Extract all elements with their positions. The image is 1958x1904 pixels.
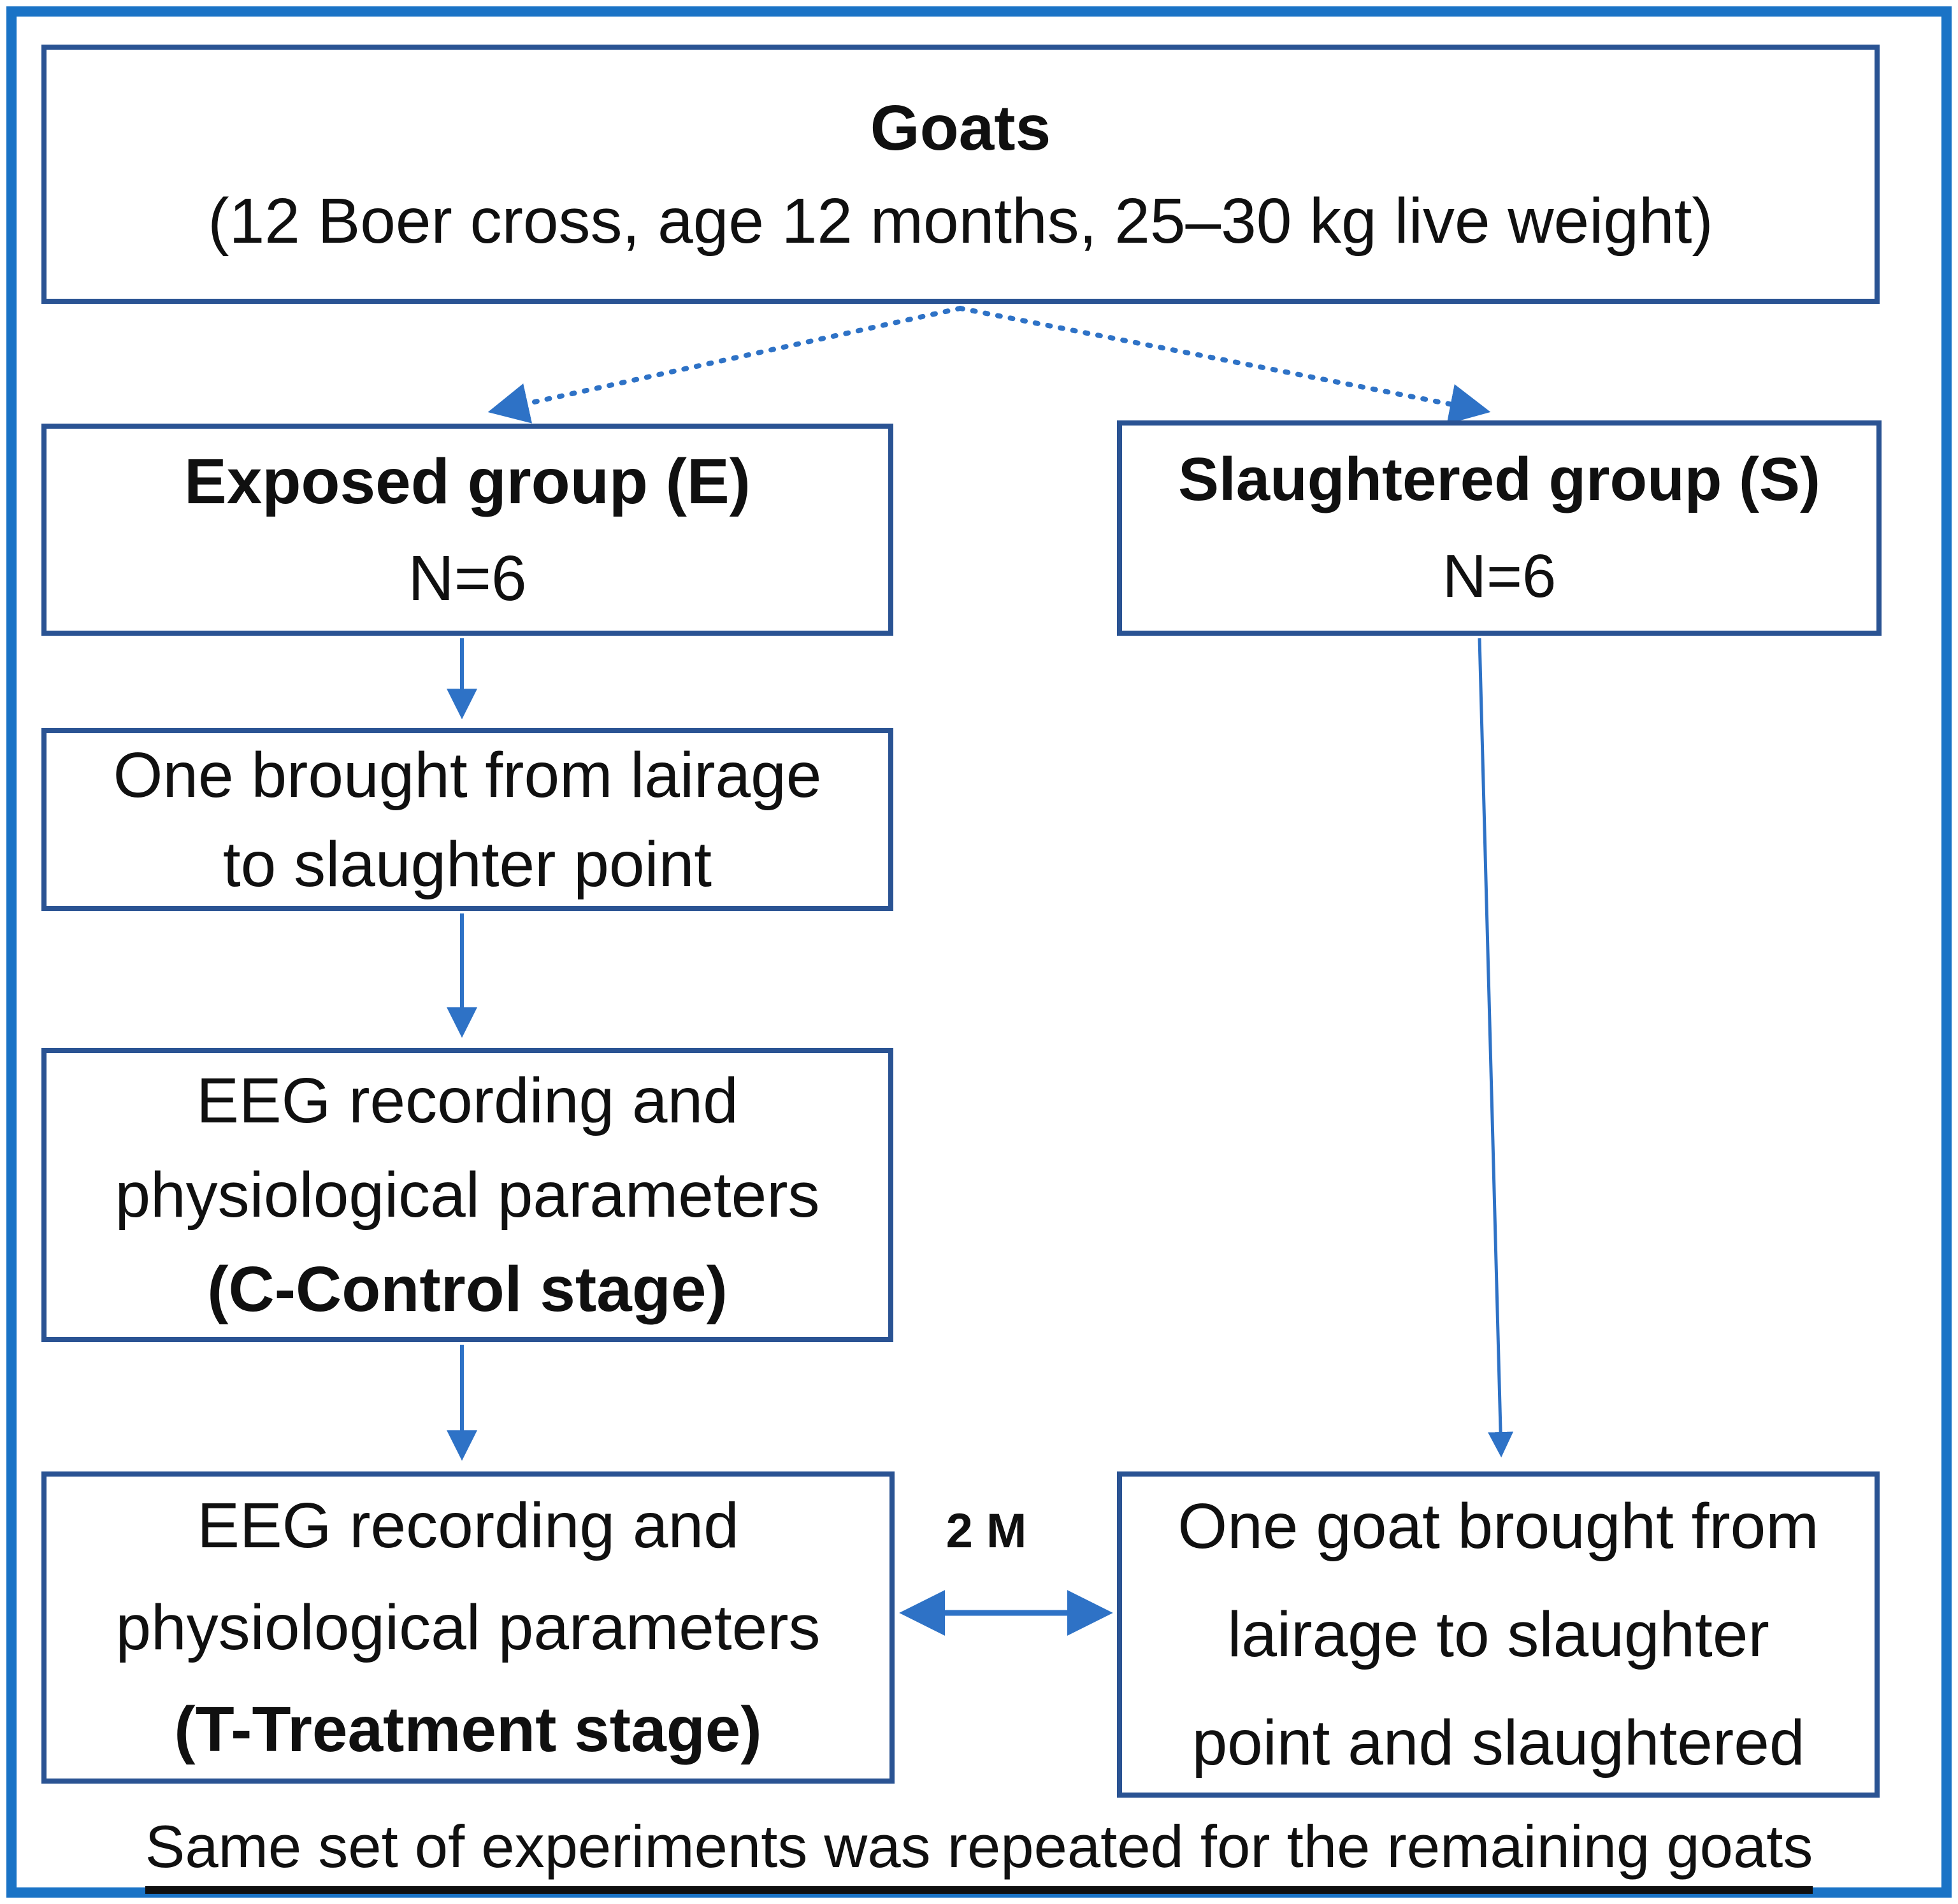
exposed-group-title: Exposed group (E): [184, 445, 751, 517]
slaughter-flow-box: One goat brought from lairage to slaught…: [1117, 1471, 1880, 1798]
slaughter-flow-line-1: One goat brought from: [1177, 1491, 1819, 1562]
footer-note-text: Same set of experiments was repeated for…: [145, 1812, 1813, 1894]
slaughter-flow-line-3: point and slaughtered: [1191, 1707, 1805, 1779]
slaughter-flow-line-2: lairage to slaughter: [1227, 1599, 1769, 1670]
arrow-goats-to-exposed: [487, 306, 963, 424]
goats-title: Goats: [870, 92, 1051, 164]
interval-2m-label: 2 M: [946, 1504, 1027, 1558]
treatment-line-1: EEG recording and: [197, 1490, 739, 1561]
slaughtered-group-count: N=6: [1442, 542, 1557, 610]
lairage-line-1: One brought from lairage: [113, 739, 822, 811]
goats-subtitle: (12 Boer cross, age 12 months, 25–30 kg …: [208, 185, 1713, 257]
control-line-2: physiological parameters: [115, 1159, 820, 1231]
slaughtered-group-title: Slaughtered group (S): [1178, 445, 1820, 513]
lairage-box: One brought from lairage to slaughter po…: [41, 728, 893, 911]
control-stage-box: EEG recording and physiological paramete…: [41, 1048, 893, 1342]
lairage-line-2: to slaughter point: [222, 828, 712, 900]
treatment-line-2: physiological parameters: [115, 1592, 821, 1663]
exposed-group-box: Exposed group (E) N=6: [41, 424, 893, 636]
goats-box: Goats (12 Boer cross, age 12 months, 25–…: [41, 45, 1880, 304]
control-line-1: EEG recording and: [196, 1065, 738, 1136]
control-stage-label: (C-Control stage): [207, 1254, 728, 1325]
exposed-group-count: N=6: [408, 542, 527, 614]
slaughtered-group-box: Slaughtered group (S) N=6: [1117, 420, 1882, 636]
arrow-goats-to-slaughtered: [958, 306, 1491, 424]
treatment-stage-label: (T-Treatment stage): [174, 1694, 762, 1765]
footer-note: Same set of experiments was repeated for…: [0, 1812, 1958, 1894]
treatment-stage-box: EEG recording and physiological paramete…: [41, 1471, 895, 1784]
arrow-slaughtered-to-slaughterflow: [1478, 638, 1514, 1457]
